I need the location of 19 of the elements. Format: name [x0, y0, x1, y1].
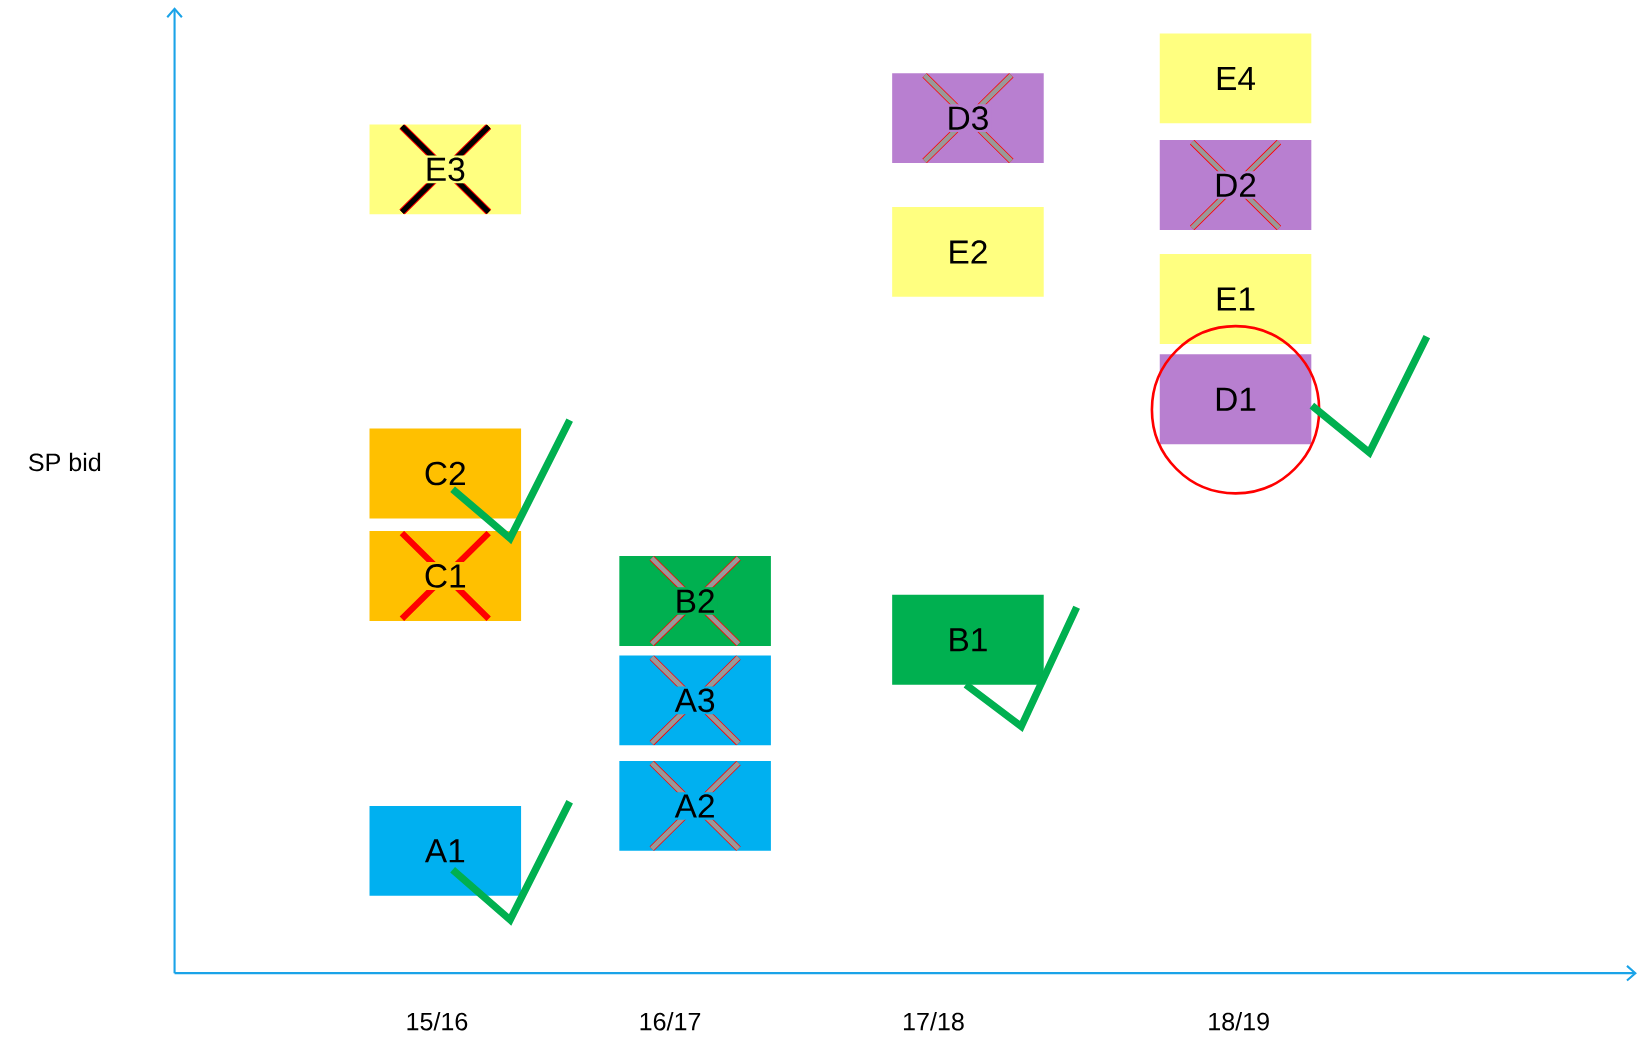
- bid-box: A2: [619, 760, 771, 851]
- bid-box: B2: [619, 556, 771, 646]
- bid-box: E4: [1159, 33, 1312, 124]
- bid-box: D1: [1159, 354, 1312, 445]
- bid-box: A3: [619, 655, 771, 746]
- bid-box: E1: [1159, 254, 1312, 344]
- axis-label: 18/19: [1209, 1012, 1269, 1031]
- bid-box: E3: [369, 124, 522, 215]
- axis-label: 16/17: [640, 1012, 701, 1031]
- axis-label: 15/16: [407, 1012, 468, 1031]
- bid-box: A1: [369, 805, 522, 896]
- bid-box: C1: [369, 531, 522, 621]
- bid-box: B1: [892, 594, 1044, 685]
- bid-box: D3: [892, 73, 1044, 164]
- bid-box: C2: [369, 428, 522, 519]
- bid-box: D2: [1159, 140, 1312, 230]
- axis-title: SP bid: [29, 452, 101, 472]
- axis-label: 17/18: [904, 1012, 964, 1031]
- bid-box: E2: [892, 206, 1044, 297]
